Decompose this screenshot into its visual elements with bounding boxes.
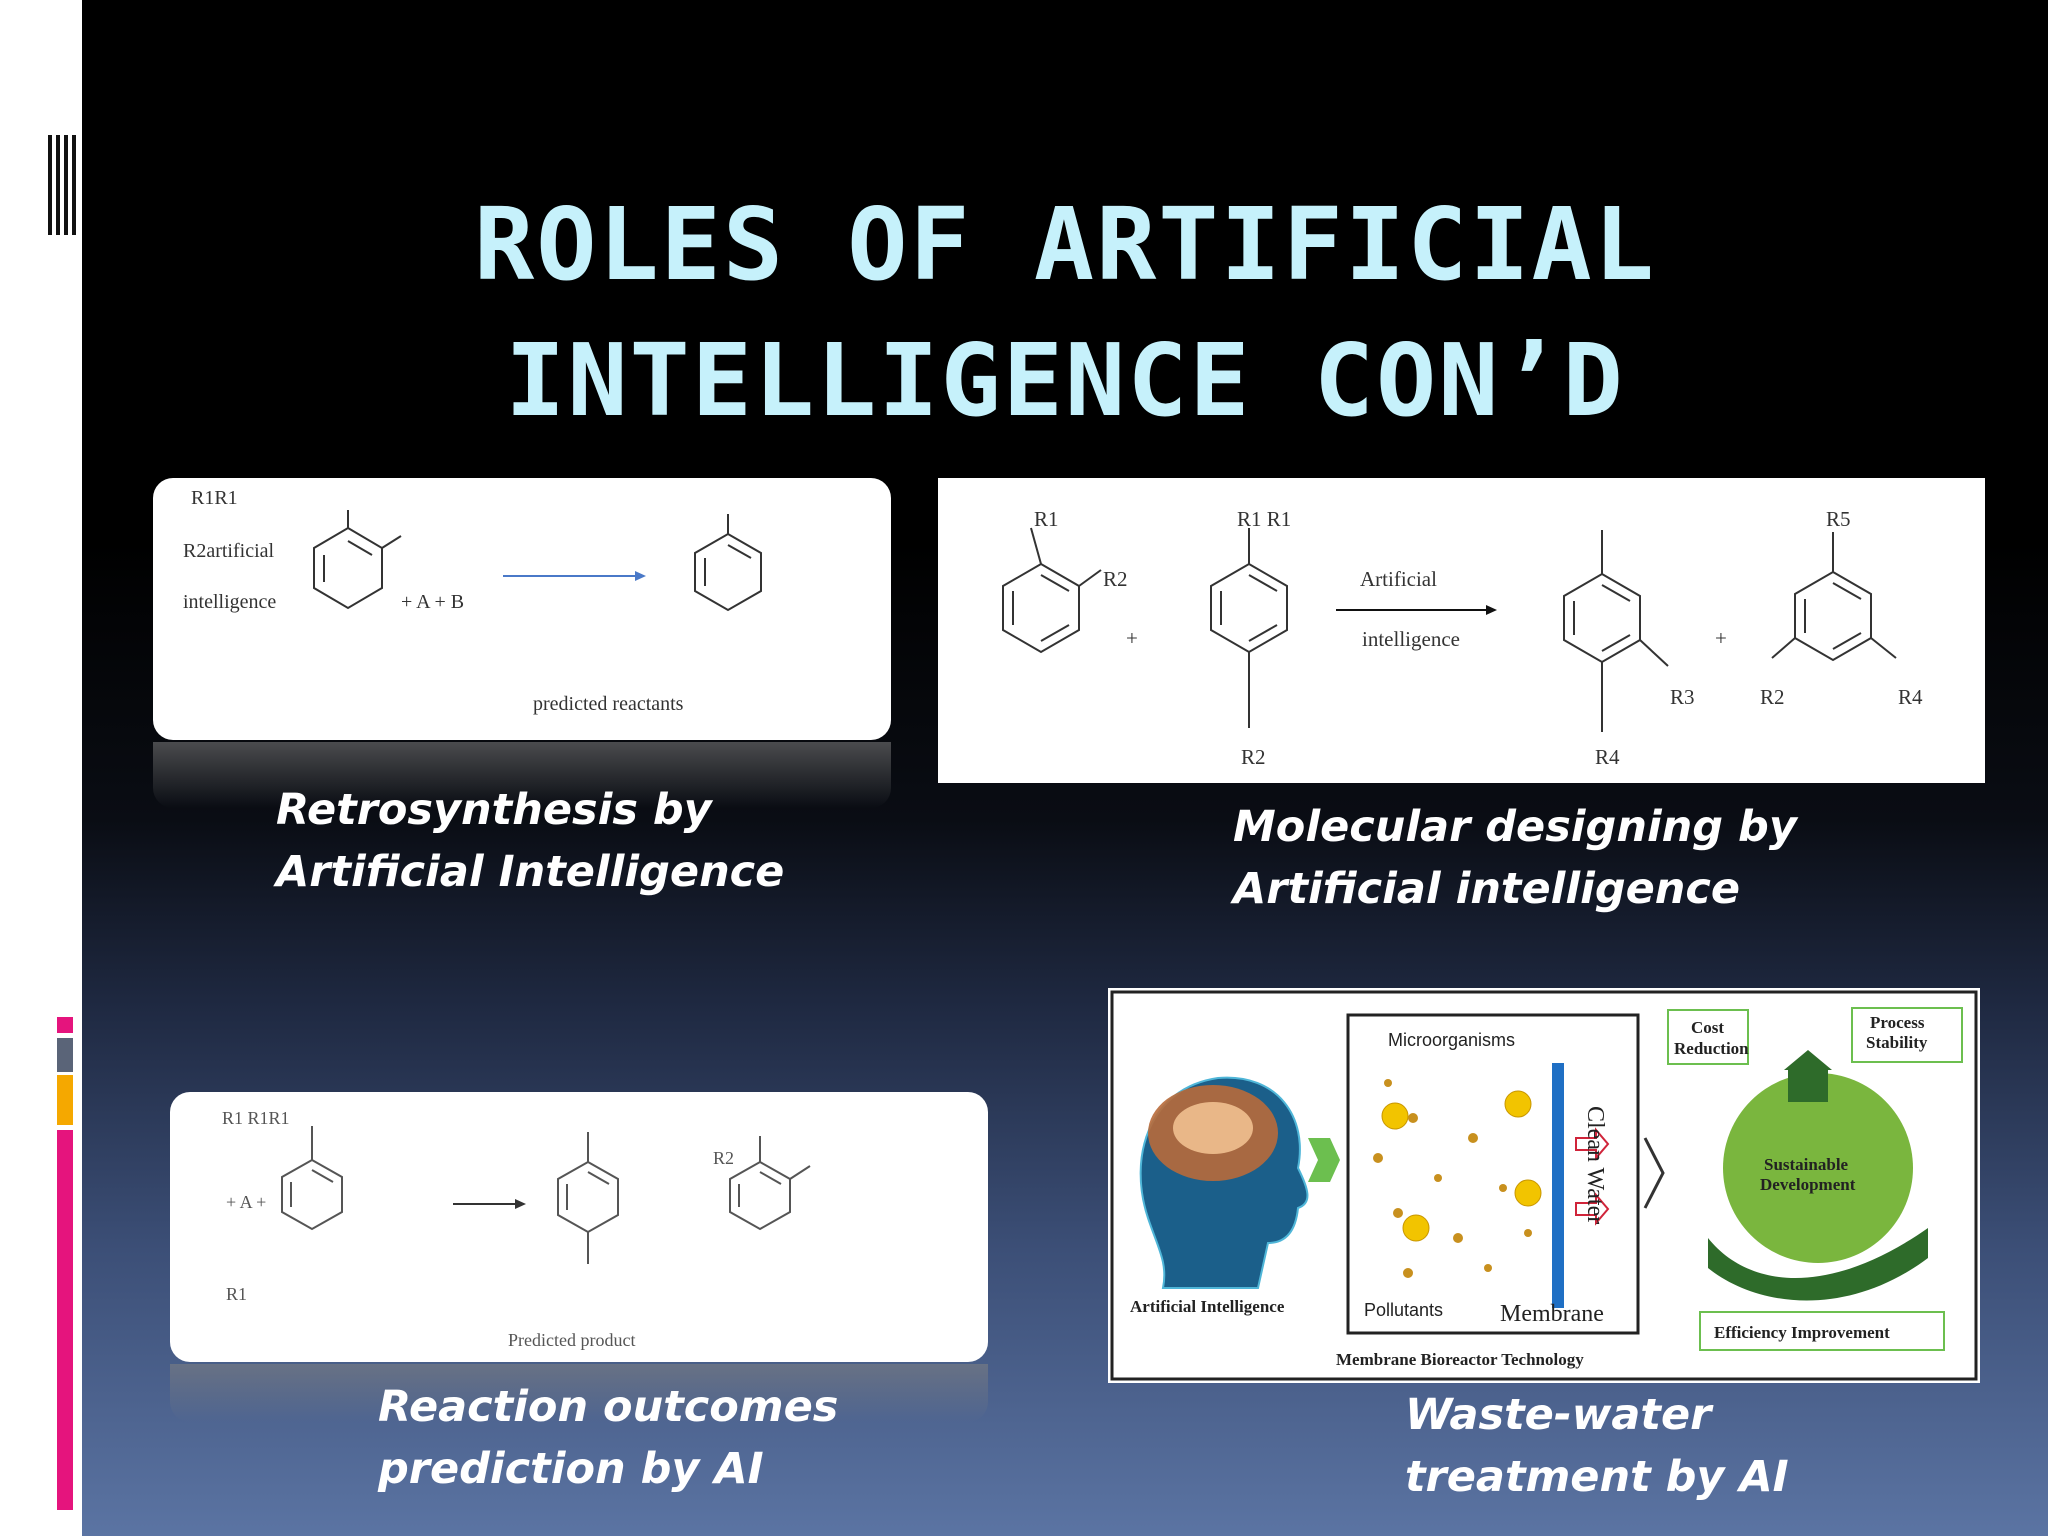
- reaction-outcome-figure: R1 R1R1 + A + R1 R2 Predicted product: [170, 1092, 988, 1362]
- predicted-reactants-label: predicted reactants: [533, 693, 684, 715]
- accent-gray: [57, 1038, 73, 1072]
- retrosynthesis-reflection: [153, 742, 891, 808]
- reaction-outcome-reflection: [170, 1364, 988, 1422]
- benzene-ring: [281, 1158, 343, 1231]
- r1r1-label: R1 R1: [1237, 507, 1291, 531]
- caption-line: treatment by AI: [1405, 1452, 1789, 1502]
- clean-water-label: Clean Water: [1582, 1106, 1608, 1224]
- caption-line: Waste-water: [1405, 1390, 1712, 1440]
- left-decorative-strip: [0, 0, 82, 1536]
- caption-line: Artificial Intelligence: [276, 847, 785, 897]
- microorganisms-label: Microorganisms: [1388, 1030, 1515, 1050]
- r2-artificial-label: R2artificial: [183, 540, 275, 562]
- ai-head-illustration: [1139, 1076, 1309, 1289]
- membrane-bar: [1552, 1063, 1564, 1308]
- hand-shape: [1708, 1228, 1928, 1301]
- plus-label: +: [1715, 626, 1727, 650]
- reduction-label: Reduction: [1674, 1039, 1749, 1058]
- benzene-ring: [694, 532, 762, 612]
- efficiency-label: Efficiency Improvement: [1714, 1323, 1890, 1342]
- artificial-label: Artificial: [1360, 567, 1437, 591]
- intelligence-label: intelligence: [183, 591, 276, 613]
- r1-label: R1: [1034, 507, 1059, 531]
- r-bottom-label: R1: [226, 1284, 247, 1304]
- plus-a-label: + A +: [226, 1192, 266, 1212]
- pollutants-label: Pollutants: [1364, 1300, 1443, 1320]
- retrosynthesis-figure: R1R1 R2artificial intelligence + A + B p…: [153, 478, 891, 740]
- accent-orange: [57, 1075, 73, 1125]
- reaction-outcome-caption: Reaction outcomes prediction by AI: [378, 1376, 838, 1500]
- development-label: Development: [1760, 1175, 1856, 1194]
- r-top-label: R1R1: [191, 487, 238, 509]
- plus-label: +: [1126, 626, 1138, 650]
- ai-label: Artificial Intelligence: [1130, 1297, 1285, 1316]
- accent-magenta-small: [57, 1017, 73, 1033]
- wastewater-figure: Microorganisms Pollutants Membrane Clean…: [1108, 988, 1980, 1383]
- caption-line: Reaction outcomes: [378, 1382, 839, 1432]
- caption-line: Artificial intelligence: [1233, 864, 1741, 914]
- retrosynthesis-caption: Retrosynthesis by Artificial Intelligenc…: [276, 779, 784, 903]
- benzene-ring: [1794, 570, 1872, 662]
- membrane-label: Membrane: [1500, 1301, 1604, 1327]
- benzene-ring: [1563, 572, 1641, 664]
- molecular-design-caption: Molecular designing by Artificial intell…: [1233, 796, 1797, 920]
- process-label: Process: [1870, 1013, 1925, 1032]
- green-arrow: [1308, 1138, 1340, 1182]
- accent-magenta-bar: [57, 1130, 73, 1510]
- r2-label: R2: [1103, 567, 1128, 591]
- cost-reduction-box: [1667, 1009, 1749, 1065]
- efficiency-box: [1699, 1311, 1945, 1351]
- r-top-label: R1 R1R1: [222, 1108, 290, 1128]
- slide-title: ROLES OF ARTIFICIAL INTELLIGENCE CON’D: [82, 177, 2048, 449]
- intelligence-label: intelligence: [1362, 627, 1460, 651]
- mbr-label: Membrane Bioreactor Technology: [1336, 1350, 1584, 1369]
- benzene-ring: [1002, 562, 1080, 654]
- cost-label: Cost: [1691, 1018, 1724, 1037]
- title-line-1: ROLES OF ARTIFICIAL: [474, 186, 1656, 303]
- sustainable-globe: [1723, 1073, 1913, 1263]
- molecular-design-figure: R1 R2 + R1 R1 R2 Artificial intelligence…: [938, 478, 1985, 783]
- r2-label: R2: [1760, 685, 1785, 709]
- benzene-ring: [1210, 562, 1288, 654]
- plus-ab-label: + A + B: [401, 591, 464, 613]
- r3-label: R3: [1670, 685, 1695, 709]
- caption-line: Molecular designing by: [1233, 802, 1797, 852]
- caption-line: Retrosynthesis by: [276, 785, 712, 835]
- stability-label: Stability: [1866, 1033, 1928, 1052]
- r2-bottom-label: R2: [1241, 745, 1266, 769]
- bioreactor-box: [1346, 1013, 1640, 1335]
- r5-label: R5: [1826, 507, 1851, 531]
- barcode-decoration: [48, 135, 80, 235]
- caption-line: prediction by AI: [378, 1444, 764, 1494]
- r2-label: R2: [713, 1148, 734, 1168]
- wastewater-caption: Waste-water treatment by AI: [1405, 1384, 1789, 1508]
- sustainable-label: Sustainable: [1764, 1155, 1849, 1174]
- title-line-2: INTELLIGENCE CON’D: [505, 322, 1625, 439]
- r4-label: R4: [1898, 685, 1923, 709]
- r4-label: R4: [1595, 745, 1620, 769]
- predicted-product-label: Predicted product: [508, 1330, 635, 1350]
- process-stability-box: [1851, 1007, 1963, 1063]
